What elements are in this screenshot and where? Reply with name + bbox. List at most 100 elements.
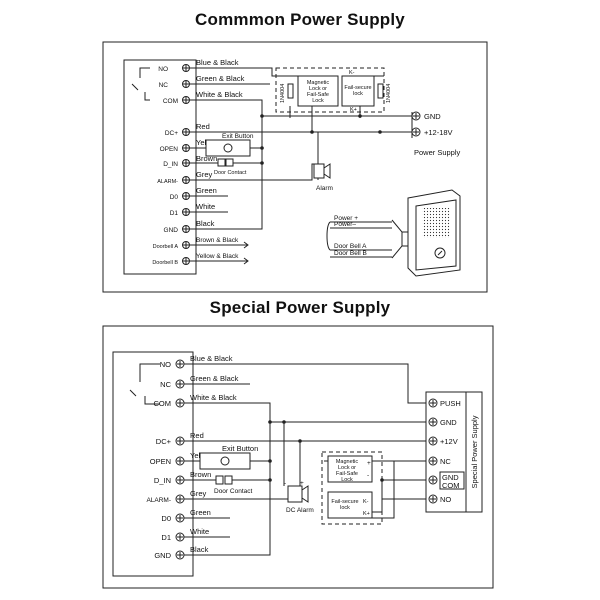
terminal-alarm-label: ALARM- bbox=[157, 179, 178, 185]
s-terminal-dc-label: DC+ bbox=[156, 437, 172, 446]
door-contact-b bbox=[225, 158, 234, 167]
s-supply-push: PUSH bbox=[440, 399, 461, 408]
s-supply-gnd-com-box bbox=[439, 471, 465, 490]
s-lock-k-minus: K- bbox=[363, 499, 369, 505]
s-terminal-din-label: D_IN bbox=[154, 476, 171, 485]
s-magnetic-line2: Lock or bbox=[338, 465, 356, 471]
s-fail-secure-line1: Fail-secure bbox=[331, 499, 358, 505]
terminal-dc-label: DC+ bbox=[165, 130, 178, 137]
s-door-contact-label: Door Contact bbox=[214, 488, 252, 495]
special-power-supply-vertical-label: Special Power Supply bbox=[470, 415, 479, 488]
s-lock-minus: - bbox=[367, 472, 369, 479]
s-supply-12v: +12V bbox=[440, 437, 458, 446]
wire-brown-black-label: Brown & Black bbox=[196, 237, 239, 244]
magnetic-lock-line3: Fail-Safe bbox=[307, 92, 329, 98]
doorbell-bell-a: Door Bell A bbox=[334, 243, 367, 250]
s-supply-gnd: GND bbox=[440, 418, 457, 427]
common-lock-module bbox=[275, 67, 385, 113]
supply-v12-18-label: +12-18V bbox=[424, 128, 453, 137]
s-wire-blue-black-label: Blue & Black bbox=[190, 354, 233, 363]
doorbell-power-minus: Power– bbox=[334, 221, 356, 228]
alarm-label: Alarm bbox=[316, 185, 333, 192]
doorbell-power-plus: Power + bbox=[334, 215, 358, 222]
s-supply-gnd-com-1: GND bbox=[442, 473, 459, 482]
terminal-d1-label: D1 bbox=[170, 210, 179, 217]
s-fail-secure-lock bbox=[327, 491, 373, 519]
s-wire-black-label: Black bbox=[190, 545, 209, 554]
common-fail-secure-lock bbox=[341, 75, 375, 107]
diode-left-label: 1N4004 bbox=[280, 84, 286, 103]
s-magnetic-lock bbox=[327, 455, 373, 483]
terminal-com-label: COM bbox=[163, 98, 178, 105]
s-terminal-no-label: NO bbox=[160, 360, 171, 369]
s-lock-module bbox=[321, 451, 383, 525]
common-controller-body bbox=[123, 59, 197, 275]
magnetic-lock-line1: Magnetic bbox=[307, 80, 330, 86]
special-controller-body bbox=[112, 351, 194, 577]
s-terminal-alarm-label: ALARM- bbox=[146, 497, 171, 504]
s-magnetic-line3: Fail-Safe bbox=[336, 471, 358, 477]
wire-blue-black-label: Blue & Black bbox=[196, 58, 239, 67]
terminal-d0-label: D0 bbox=[170, 194, 179, 201]
common-alarm-icon bbox=[313, 163, 325, 179]
terminal-gnd-label: GND bbox=[164, 227, 179, 234]
exit-button-label: Exit Button bbox=[222, 133, 254, 140]
wire-green-black-label: Green & Black bbox=[196, 74, 245, 83]
s-wire-red-label: Red bbox=[190, 431, 204, 440]
s-lock-k-plus: K+ bbox=[363, 511, 370, 517]
s-door-contact-a bbox=[215, 475, 224, 485]
s-terminal-nc-label: NC bbox=[160, 380, 171, 389]
wire-brown-label: Brown bbox=[196, 154, 217, 163]
special-power-supply-title: Special Power Supply bbox=[209, 298, 391, 317]
wire-grey-label: Grey bbox=[196, 170, 213, 179]
common-terminal-screws bbox=[182, 64, 190, 265]
fail-secure-line1: Fail-secure bbox=[344, 85, 371, 91]
s-terminal-d1-label: D1 bbox=[161, 533, 171, 542]
power-supply-label: Power Supply bbox=[414, 148, 461, 157]
s-terminal-gnd-label: GND bbox=[154, 551, 171, 560]
s-fail-secure-line2: lock bbox=[340, 505, 350, 511]
s-magnetic-line4: Lock bbox=[341, 477, 353, 483]
s-dc-alarm-plus: + bbox=[300, 480, 304, 487]
s-terminal-open-label: OPEN bbox=[150, 457, 171, 466]
diode-right bbox=[377, 83, 384, 99]
s-exit-button-label: Exit Button bbox=[222, 444, 258, 453]
s-lock-plus: + bbox=[367, 460, 371, 467]
doorbell-bell-b: Door Bell B bbox=[334, 250, 367, 257]
s-wire-green-black-label: Green & Black bbox=[190, 374, 239, 383]
door-contact-a bbox=[217, 158, 226, 167]
special-terminal-screws bbox=[175, 359, 185, 560]
common-power-supply-title: Commmon Power Supply bbox=[195, 10, 405, 29]
terminal-open-label: OPEN bbox=[160, 146, 179, 153]
lock-k-minus: K- bbox=[349, 70, 355, 76]
wire-yellow-black-label: Yellow & Black bbox=[196, 253, 239, 260]
s-dc-alarm-label: DC Alarm bbox=[286, 507, 314, 514]
special-power-supply-box bbox=[425, 391, 483, 513]
s-door-contact-b bbox=[224, 475, 233, 485]
special-diagram: NO NC COM DC+ OPEN D_IN ALARM- D0 D1 GND… bbox=[102, 325, 494, 589]
wire-white-label: White bbox=[196, 202, 215, 211]
common-frame bbox=[102, 41, 488, 293]
common-diagram: NO NC COM DC+ OPEN D_IN ALARM- D0 D1 GND… bbox=[102, 41, 488, 293]
s-terminal-com-label: COM bbox=[154, 399, 172, 408]
s-wire-brown-label: Brown bbox=[190, 470, 211, 479]
doorbell-speaker-grille bbox=[422, 208, 450, 238]
terminal-doorbell-b-label: Doorbell B bbox=[152, 260, 178, 266]
s-magnetic-line1: Magnetic bbox=[336, 459, 359, 465]
wire-white-black-label: White & Black bbox=[196, 90, 243, 99]
s-dc-alarm-minus: - bbox=[284, 480, 286, 487]
diode-right-label: 1N4004 bbox=[386, 84, 392, 103]
supply-gnd-label: GND bbox=[424, 112, 441, 121]
terminal-doorbell-a-label: Doorbell A bbox=[153, 244, 179, 250]
special-supply-terminals bbox=[428, 398, 438, 504]
s-wire-grey-label: Grey bbox=[190, 489, 207, 498]
s-wire-green-label: Green bbox=[190, 508, 211, 517]
s-supply-gnd-com-2: COM bbox=[442, 481, 460, 490]
fail-secure-line2: lock bbox=[353, 91, 363, 97]
s-supply-nc: NC bbox=[440, 457, 451, 466]
wire-red-label: Red bbox=[196, 122, 210, 131]
diode-left bbox=[287, 83, 294, 99]
common-relay-contacts bbox=[131, 67, 150, 101]
terminal-nc-label: NC bbox=[159, 82, 169, 89]
